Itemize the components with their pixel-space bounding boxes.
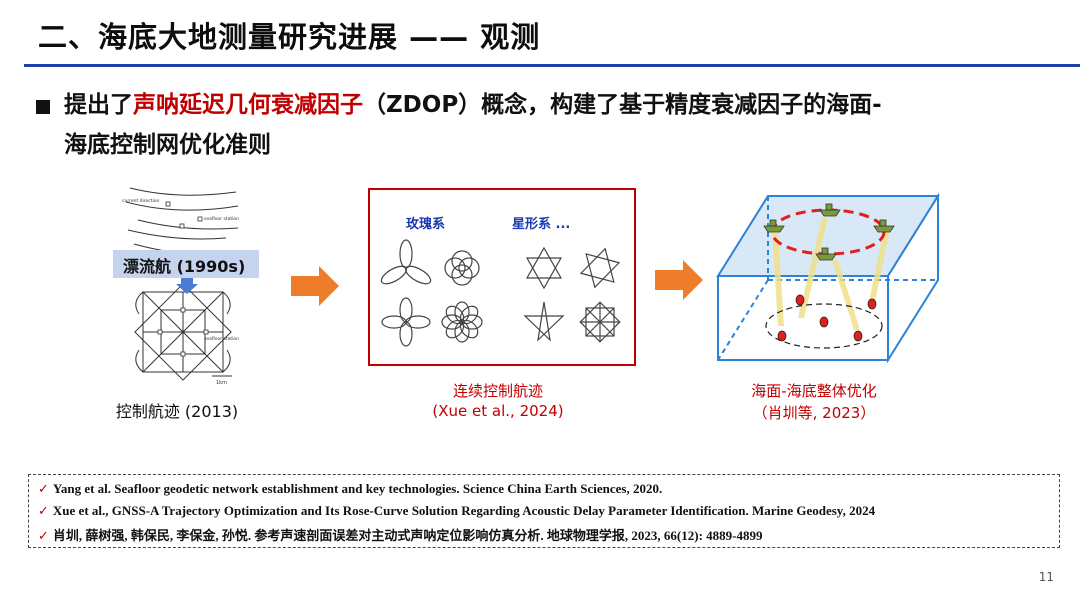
page-number: 11	[1038, 570, 1054, 584]
drift-track-tag-label: 漂流航 (1990s)	[123, 257, 246, 276]
reference-3-text: 肖圳, 薛树强, 韩保民, 李保金, 孙悦. 参考声速剖面误差对主动式声呐定位影…	[52, 528, 763, 543]
continuous-track-caption: 连续控制航迹	[452, 382, 543, 400]
bullet-highlight: 声呐延迟几何衰减因子	[133, 92, 363, 118]
seafloor-station-label-bottom: seafloor station	[204, 336, 239, 342]
rose-curve-label: 玫瑰系	[406, 217, 446, 232]
references-box	[28, 474, 1060, 548]
sea-surface-seafloor-box	[716, 192, 940, 364]
bullet-suffix: （ZDOP）概念，构建了基于精度衰减因子的海面-	[363, 92, 882, 118]
bullet-prefix: 提出了	[64, 92, 133, 118]
drift-track-tag: 漂流航 (1990s)	[113, 250, 259, 278]
controlled-track-caption: 控制航迹 (2013)	[115, 402, 239, 421]
slide-title: 二、海底大地测量研究进展 —— 观测	[38, 20, 541, 54]
bullet-line-1: 提出了声呐延迟几何衰减因子（ZDOP）概念，构建了基于精度衰减因子的海面-	[64, 89, 882, 121]
check-icon: ✓	[38, 482, 49, 497]
reference-2-text: Xue et al., GNSS-A Trajectory Optimizati…	[52, 503, 876, 518]
check-icon: ✓	[38, 504, 49, 519]
trajectory-panel	[368, 188, 636, 366]
reference-1: ✓Yang et al. Seafloor geodetic network e…	[38, 481, 662, 497]
reference-2: ✓Xue et al., GNSS-A Trajectory Optimizat…	[38, 503, 875, 519]
joint-optimization-caption: 海面-海底整体优化	[751, 382, 877, 400]
joint-optimization-citation: （肖圳等, 2023）	[752, 404, 876, 422]
scale-bar-label: 1km	[216, 380, 227, 386]
seafloor-station-label-top: seafloor station	[204, 216, 239, 222]
bullet-square-icon	[36, 100, 50, 114]
current-direction-label: current direction	[122, 198, 160, 204]
reference-1-text: Yang et al. Seafloor geodetic network es…	[52, 481, 663, 496]
star-curve-label: 星形系 ...	[512, 217, 571, 232]
check-icon: ✓	[38, 529, 49, 544]
title-divider	[24, 64, 1080, 67]
continuous-track-citation: (Xue et al., 2024)	[432, 402, 564, 420]
bullet-line-2: 海底控制网优化准则	[64, 132, 271, 158]
down-arrow-icon	[176, 278, 198, 294]
rose-star-curves	[380, 239, 621, 347]
right-arrow-icon	[291, 266, 339, 306]
right-arrow-icon-2	[655, 260, 703, 300]
reference-3: ✓肖圳, 薛树强, 韩保民, 李保金, 孙悦. 参考声速剖面误差对主动式声呐定位…	[38, 525, 762, 544]
